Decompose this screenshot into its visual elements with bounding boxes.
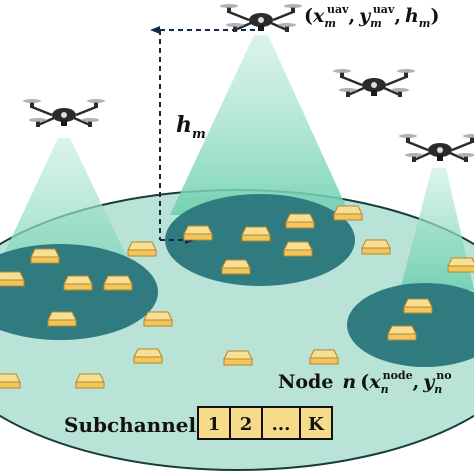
uav-drone-right xyxy=(397,132,474,164)
subchannel-box-k xyxy=(299,406,333,440)
uav-drone-center xyxy=(218,2,304,34)
node-marker xyxy=(333,205,363,221)
uav-coordinate-label: (xmuav,ymuav,hm) xyxy=(304,3,439,30)
node-marker xyxy=(183,225,213,241)
cluster-left xyxy=(0,244,158,340)
node-marker xyxy=(283,241,313,257)
cluster-right xyxy=(347,283,474,367)
node-marker xyxy=(221,259,251,275)
node-marker xyxy=(403,298,433,314)
node-marker xyxy=(387,325,417,341)
node-marker xyxy=(361,239,391,255)
uav-beam-center xyxy=(170,35,350,215)
node-marker xyxy=(30,248,60,264)
node-marker xyxy=(241,226,271,242)
node-marker xyxy=(223,350,253,366)
subchannel-boxes: 1 2 ... K xyxy=(197,406,333,440)
subchannel-box-ellipsis-label: ... xyxy=(272,414,291,435)
subchannel-box-k-label: K xyxy=(308,414,325,435)
node-marker xyxy=(0,271,25,287)
node-marker xyxy=(133,348,163,364)
node-marker xyxy=(75,373,105,389)
subchannels-label: Subchannels xyxy=(64,413,207,437)
subchannel-box-2-label: 2 xyxy=(240,414,253,435)
subchannel-box-1-label: 1 xyxy=(208,414,221,435)
uav-drone-mid-right xyxy=(331,67,417,99)
node-marker xyxy=(143,311,173,327)
node-marker xyxy=(0,373,21,389)
node-marker xyxy=(285,213,315,229)
node-marker xyxy=(127,241,157,257)
node-marker xyxy=(447,257,474,273)
node-marker xyxy=(47,311,77,327)
node-marker xyxy=(63,275,93,291)
subchannel-box-2 xyxy=(229,406,263,440)
node-marker xyxy=(103,275,133,291)
uav-drone-left xyxy=(21,97,107,129)
node-marker xyxy=(309,349,339,365)
height-label: hm xyxy=(176,112,206,142)
